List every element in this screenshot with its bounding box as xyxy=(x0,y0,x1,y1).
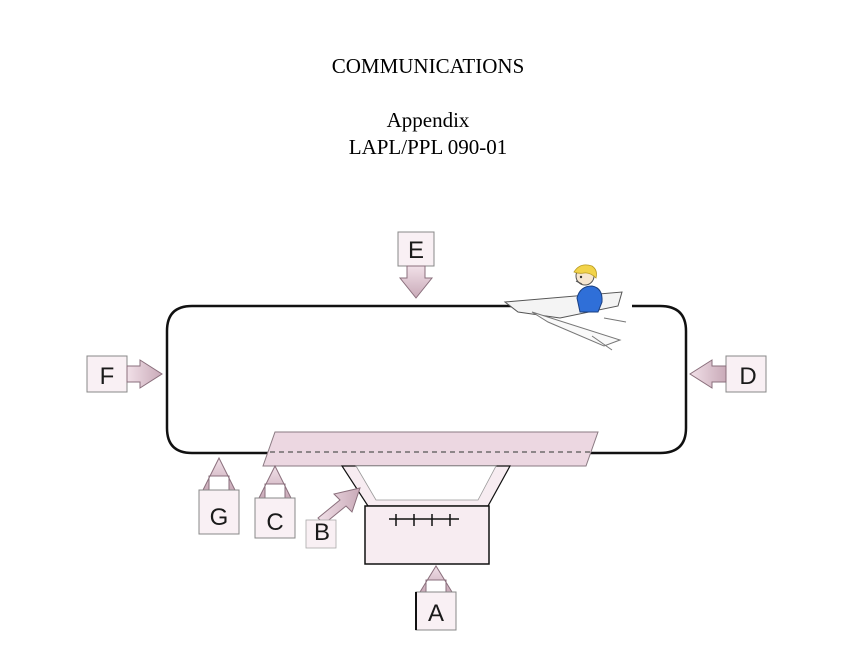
radio-box xyxy=(364,505,490,565)
document-title: COMMUNICATIONS xyxy=(331,54,525,78)
label-g: G xyxy=(210,504,229,531)
arrow-e xyxy=(397,231,435,299)
tray-panel xyxy=(262,431,599,467)
label-d: D xyxy=(739,363,756,390)
arrow-b xyxy=(305,487,361,549)
communication-loop xyxy=(165,304,688,455)
document-reference: LAPL/PPL 090-01 xyxy=(348,135,508,159)
label-f: F xyxy=(100,363,115,390)
label-c: C xyxy=(266,509,283,536)
arrow-f xyxy=(86,355,163,393)
arrow-a xyxy=(415,565,457,631)
label-a: A xyxy=(428,600,444,627)
label-b: B xyxy=(314,519,330,546)
document-subtitle: Appendix xyxy=(386,108,470,132)
aircraft-with-pilot-icon xyxy=(503,264,627,351)
arrow-g xyxy=(198,456,240,535)
arrow-c xyxy=(254,464,296,539)
arrow-d xyxy=(689,355,767,393)
label-e: E xyxy=(408,237,424,264)
